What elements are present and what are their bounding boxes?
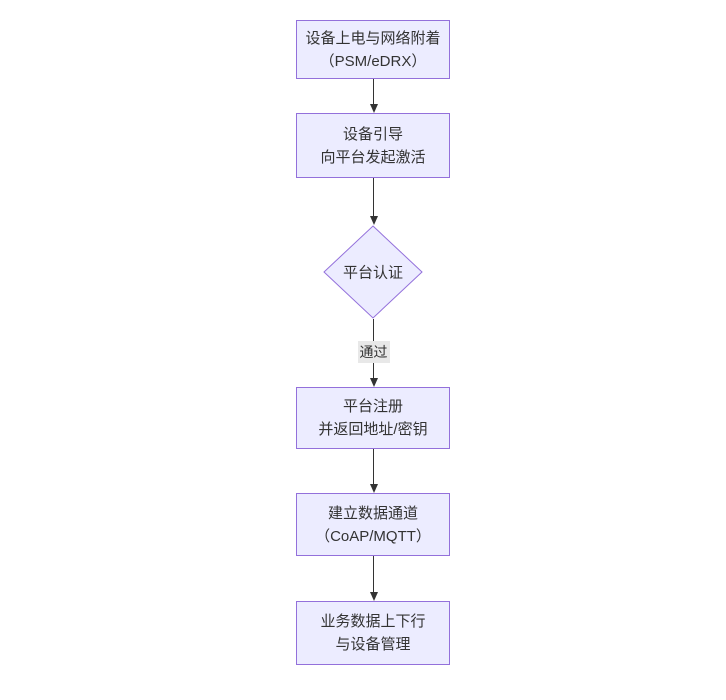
arrowhead-down-icon xyxy=(369,592,378,601)
node-data-channel-line2: （CoAP/MQTT） xyxy=(315,527,431,545)
edge-line xyxy=(373,449,374,484)
edge-line xyxy=(373,79,374,104)
node-business-data: 业务数据上下行 与设备管理 xyxy=(296,601,450,665)
diamond-shape-svg xyxy=(323,225,423,319)
node-data-channel: 建立数据通道 （CoAP/MQTT） xyxy=(296,493,450,556)
node-data-channel-line1: 建立数据通道 xyxy=(327,504,418,522)
node-device-power-on: 设备上电与网络附着 （PSM/eDRX） xyxy=(296,20,450,79)
edge-power-on-to-bootstrap xyxy=(368,79,379,113)
edge-register-to-channel xyxy=(368,449,379,493)
node-device-bootstrap-line2: 向平台发起激活 xyxy=(320,148,426,166)
node-device-bootstrap-line1: 设备引导 xyxy=(342,125,403,143)
arrowhead-down-icon xyxy=(369,378,378,387)
arrowhead-down-icon xyxy=(369,216,378,225)
node-platform-register: 平台注册 并返回地址/密钥 xyxy=(296,387,450,449)
edge-channel-to-business xyxy=(368,556,379,601)
edge-line xyxy=(373,178,374,216)
node-business-data-line1: 业务数据上下行 xyxy=(320,613,426,630)
edge-bootstrap-to-auth xyxy=(368,178,379,225)
node-platform-auth-label: 平台认证 xyxy=(342,264,404,282)
diamond-shape xyxy=(323,225,423,319)
node-device-power-on-line2: （PSM/eDRX） xyxy=(319,52,427,70)
node-device-power-on-line1: 设备上电与网络附着 xyxy=(305,29,441,47)
arrowhead-down-icon xyxy=(369,104,378,113)
edge-label-pass: 通过 xyxy=(357,341,390,363)
node-platform-auth: 平台认证 xyxy=(323,225,423,319)
node-platform-register-line1: 平台注册 xyxy=(342,398,403,415)
edge-auth-to-register: 通过 xyxy=(357,319,390,387)
edge-line xyxy=(373,556,374,592)
node-platform-register-line2: 并返回地址/密钥 xyxy=(318,421,428,438)
node-device-bootstrap: 设备引导 向平台发起激活 xyxy=(296,113,450,178)
node-business-data-line2: 与设备管理 xyxy=(335,636,411,653)
arrowhead-down-icon xyxy=(369,484,378,493)
